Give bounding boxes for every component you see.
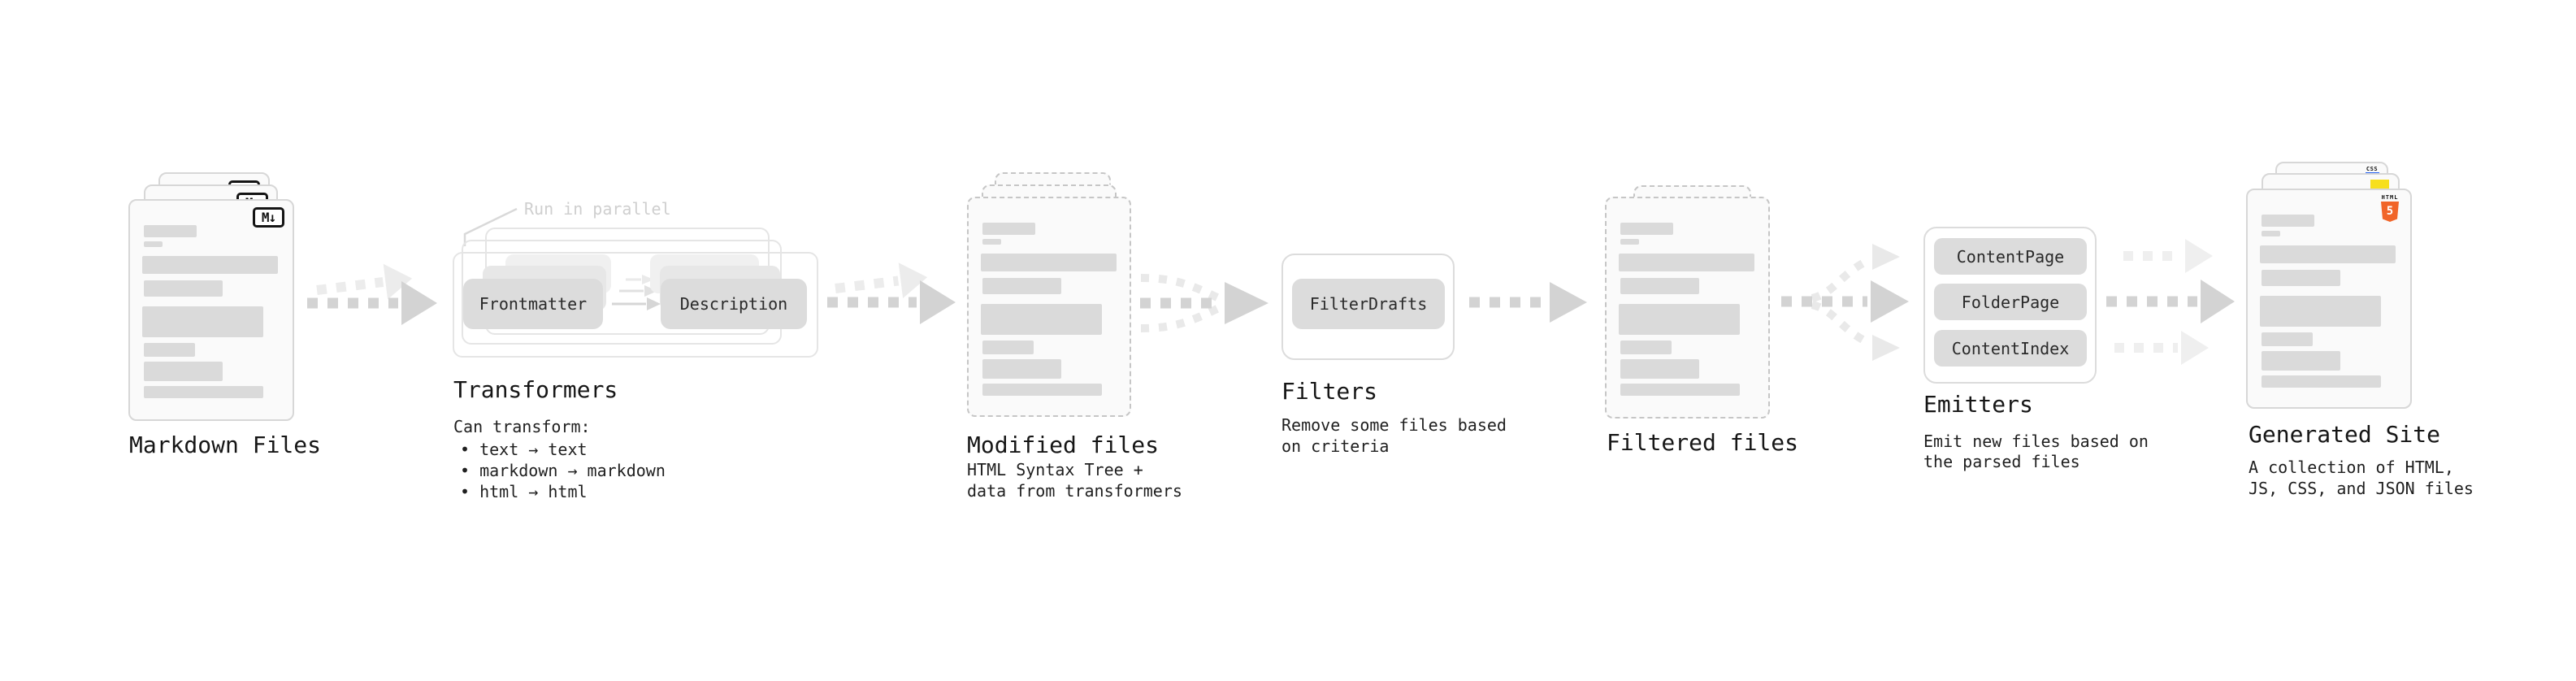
html5-icon: HTML 5 bbox=[2380, 194, 2400, 222]
placeholder-bar bbox=[2262, 351, 2340, 371]
html5-shield: 5 bbox=[2381, 202, 2399, 222]
placeholder-bar bbox=[142, 306, 263, 337]
placeholder-bar bbox=[982, 359, 1061, 379]
generated-desc-line1: A collection of HTML, bbox=[2249, 458, 2454, 477]
placeholder-bar bbox=[144, 280, 223, 297]
ghost-arrow-transformers-to-modified bbox=[835, 262, 928, 298]
placeholder-bar bbox=[1619, 254, 1754, 271]
ghost-arrow-markdown-to-transformers bbox=[316, 263, 413, 300]
arrow-contentindex-to-site bbox=[2114, 331, 2209, 365]
transformers-bullet: • html → html bbox=[460, 482, 588, 501]
transformers-desc-title: Can transform: bbox=[453, 417, 591, 436]
placeholder-bar bbox=[2262, 375, 2381, 388]
placeholder-bar bbox=[981, 304, 1102, 335]
emitters-desc-line1: Emit new files based on bbox=[1923, 432, 2149, 451]
filtered-file-card-front bbox=[1605, 197, 1770, 419]
arrow-contentpage-to-site bbox=[2123, 239, 2213, 273]
generated-desc-line2: JS, CSS, and JSON files bbox=[2249, 479, 2474, 498]
placeholder-bar bbox=[142, 256, 278, 274]
placeholder-bar bbox=[982, 340, 1034, 354]
placeholder-bar bbox=[2262, 332, 2313, 346]
placeholder-bar bbox=[2262, 215, 2314, 227]
stage-label-modified-files: Modified files bbox=[967, 432, 1160, 458]
modified-desc-line1: HTML Syntax Tree + bbox=[967, 460, 1143, 479]
arrow-filtered-to-emitters bbox=[1781, 280, 1909, 323]
placeholder-bar bbox=[144, 362, 223, 381]
placeholder-bar bbox=[982, 223, 1035, 235]
placeholder-bar bbox=[1620, 359, 1699, 379]
markdown-file-card-front: M↓ bbox=[128, 199, 294, 421]
placeholder-bar bbox=[2262, 231, 2280, 236]
placeholder-bar bbox=[144, 241, 163, 247]
placeholder-bar bbox=[2260, 296, 2381, 327]
stage-label-filters: Filters bbox=[1281, 378, 1378, 405]
arrow-transformers-to-modified bbox=[827, 280, 956, 324]
transformers-bullet: • markdown → markdown bbox=[460, 461, 666, 480]
markdown-icon: M↓ bbox=[253, 207, 284, 228]
transformer-instance-box-front bbox=[453, 252, 818, 358]
stage-label-markdown-files: Markdown Files bbox=[129, 432, 322, 458]
node-contentpage: ContentPage bbox=[1934, 238, 2087, 275]
placeholder-bar bbox=[982, 384, 1102, 396]
arrow-folderpage-to-site bbox=[2106, 280, 2235, 323]
placeholder-bar bbox=[981, 254, 1117, 271]
merge-curve-bottom bbox=[1140, 304, 1221, 332]
node-frontmatter: Frontmatter bbox=[463, 279, 603, 329]
placeholder-bar bbox=[982, 239, 1001, 245]
modified-file-card-front bbox=[967, 197, 1131, 417]
modified-desc-line2: data from transformers bbox=[967, 481, 1182, 501]
emitters-desc-line2: the parsed files bbox=[1923, 452, 2080, 471]
filters-desc-line1: Remove some files based bbox=[1281, 415, 1507, 435]
placeholder-bar bbox=[2262, 270, 2340, 286]
stage-label-generated-site: Generated Site bbox=[2249, 421, 2441, 448]
placeholder-bar bbox=[144, 225, 197, 237]
branch-head-bottom bbox=[1872, 335, 1900, 361]
placeholder-bar bbox=[1620, 223, 1673, 235]
branch-head-top bbox=[1872, 244, 1900, 270]
placeholder-bar bbox=[1620, 278, 1699, 294]
stage-label-transformers: Transformers bbox=[453, 376, 618, 403]
arrow-filters-to-filtered bbox=[1469, 282, 1587, 323]
placeholder-bar bbox=[982, 278, 1061, 294]
transformer-flow-arrows bbox=[612, 275, 661, 310]
node-description: Description bbox=[661, 279, 807, 329]
arrow-markdown-to-transformers bbox=[307, 281, 437, 325]
placeholder-bar bbox=[1619, 304, 1740, 335]
placeholder-bar bbox=[144, 343, 195, 357]
generated-file-card-front: HTML 5 bbox=[2246, 189, 2412, 409]
arrow-modified-to-filters bbox=[1140, 282, 1268, 324]
stage-label-filtered-files: Filtered files bbox=[1607, 429, 1799, 456]
filters-desc-line2: on criteria bbox=[1281, 436, 1390, 456]
run-in-parallel-annotation: Run in parallel bbox=[524, 199, 671, 219]
placeholder-bar bbox=[144, 386, 263, 398]
branch-curve-bottom bbox=[1811, 301, 1870, 346]
placeholder-bar bbox=[1620, 239, 1639, 245]
node-filterdrafts: FilterDrafts bbox=[1292, 279, 1445, 329]
placeholder-bar bbox=[2260, 245, 2396, 263]
node-folderpage: FolderPage bbox=[1934, 284, 2087, 320]
merge-curve-top bbox=[1140, 274, 1221, 302]
transformers-bullet: • text → text bbox=[460, 440, 588, 459]
node-contentindex: ContentIndex bbox=[1934, 330, 2087, 367]
placeholder-bar bbox=[1620, 340, 1672, 354]
placeholder-bar bbox=[1620, 384, 1740, 396]
stage-label-emitters: Emitters bbox=[1923, 391, 2033, 418]
branch-curve-top bbox=[1811, 257, 1870, 302]
